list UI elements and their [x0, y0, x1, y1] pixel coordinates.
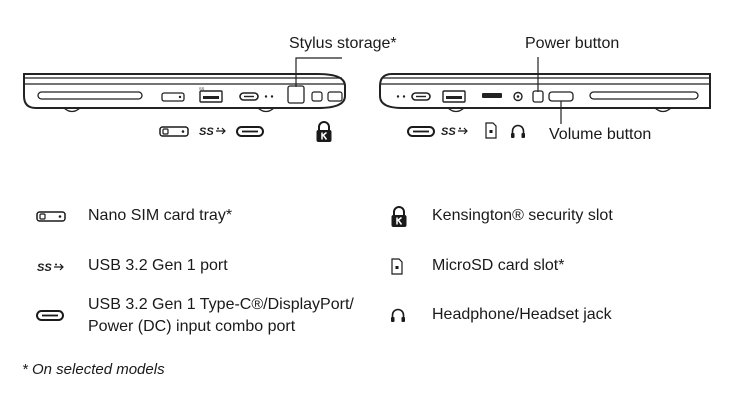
- right-side-view: [379, 57, 711, 139]
- svg-text:SS: SS: [199, 86, 205, 91]
- kensington-slot: [311, 91, 343, 102]
- usb-a-port: [442, 90, 466, 103]
- sim-tray-icon: [36, 211, 66, 222]
- legend-label-line: USB 3.2 Gen 1 Type-C®/DisplayPort/: [88, 296, 354, 313]
- legend-item-headphone: Headphone/Headset jack: [390, 304, 612, 328]
- volume-button-label: Volume button: [549, 126, 652, 143]
- legend-label: MicroSD card slot*: [432, 257, 565, 274]
- usb-c-icon: [407, 126, 435, 137]
- usb-ss-icon: [198, 125, 226, 139]
- usb-a-port: SS: [199, 86, 223, 103]
- legend-item-microsd: MicroSD card slot*: [390, 255, 564, 279]
- footnote: * On selected models: [22, 361, 165, 378]
- led-indicator: [264, 95, 268, 98]
- stylus-leader-line: [295, 57, 342, 87]
- stylus-storage-label: Stylus storage*: [289, 35, 397, 52]
- kensington-lock-icon: [390, 206, 408, 228]
- usb-c-icon: [36, 310, 64, 321]
- microsd-slot: [482, 93, 502, 98]
- stylus-storage-port: [287, 85, 305, 104]
- legend-label: USB 3.2 Gen 1 Type-C®/DisplayPort/ Power…: [88, 294, 354, 338]
- legend-label: Kensington® security slot: [432, 207, 613, 224]
- microsd-icon: [485, 122, 497, 139]
- legend-label: USB 3.2 Gen 1 port: [88, 257, 228, 274]
- usb-ss-icon: [440, 125, 468, 139]
- sim-tray-icon: [159, 126, 189, 137]
- led-indicator: [270, 95, 274, 98]
- legend-label-line: Power (DC) input combo port: [88, 318, 296, 335]
- usb-c-port: [239, 92, 259, 101]
- power-button-label: Power button: [525, 35, 620, 52]
- power-button: [532, 90, 544, 103]
- usb-ss-icon: [36, 261, 64, 274]
- legend-item-usb-port: USB 3.2 Gen 1 port: [36, 255, 228, 279]
- usb-c-port: [411, 92, 431, 101]
- usb-c-icon: [236, 126, 264, 137]
- volume-button: [548, 91, 574, 102]
- microsd-icon: [391, 258, 403, 275]
- legend-label: Headphone/Headset jack: [432, 306, 612, 323]
- legend-label: Nano SIM card tray*: [88, 207, 233, 224]
- headphone-icon: [510, 124, 526, 139]
- left-side-view: SS: [23, 57, 346, 143]
- headphone-icon: [390, 308, 406, 323]
- legend-item-sim-tray: Nano SIM card tray*: [36, 205, 232, 229]
- legend-item-kensington: Kensington® security slot: [390, 205, 613, 229]
- led-indicator: [396, 95, 400, 98]
- led-indicator: [402, 95, 406, 98]
- headphone-jack: [513, 91, 523, 102]
- legend-item-usb-c-combo: USB 3.2 Gen 1 Type-C®/DisplayPort/ Power…: [36, 294, 354, 338]
- kensington-lock-icon: [315, 121, 333, 143]
- sim-tray-port: [161, 92, 185, 102]
